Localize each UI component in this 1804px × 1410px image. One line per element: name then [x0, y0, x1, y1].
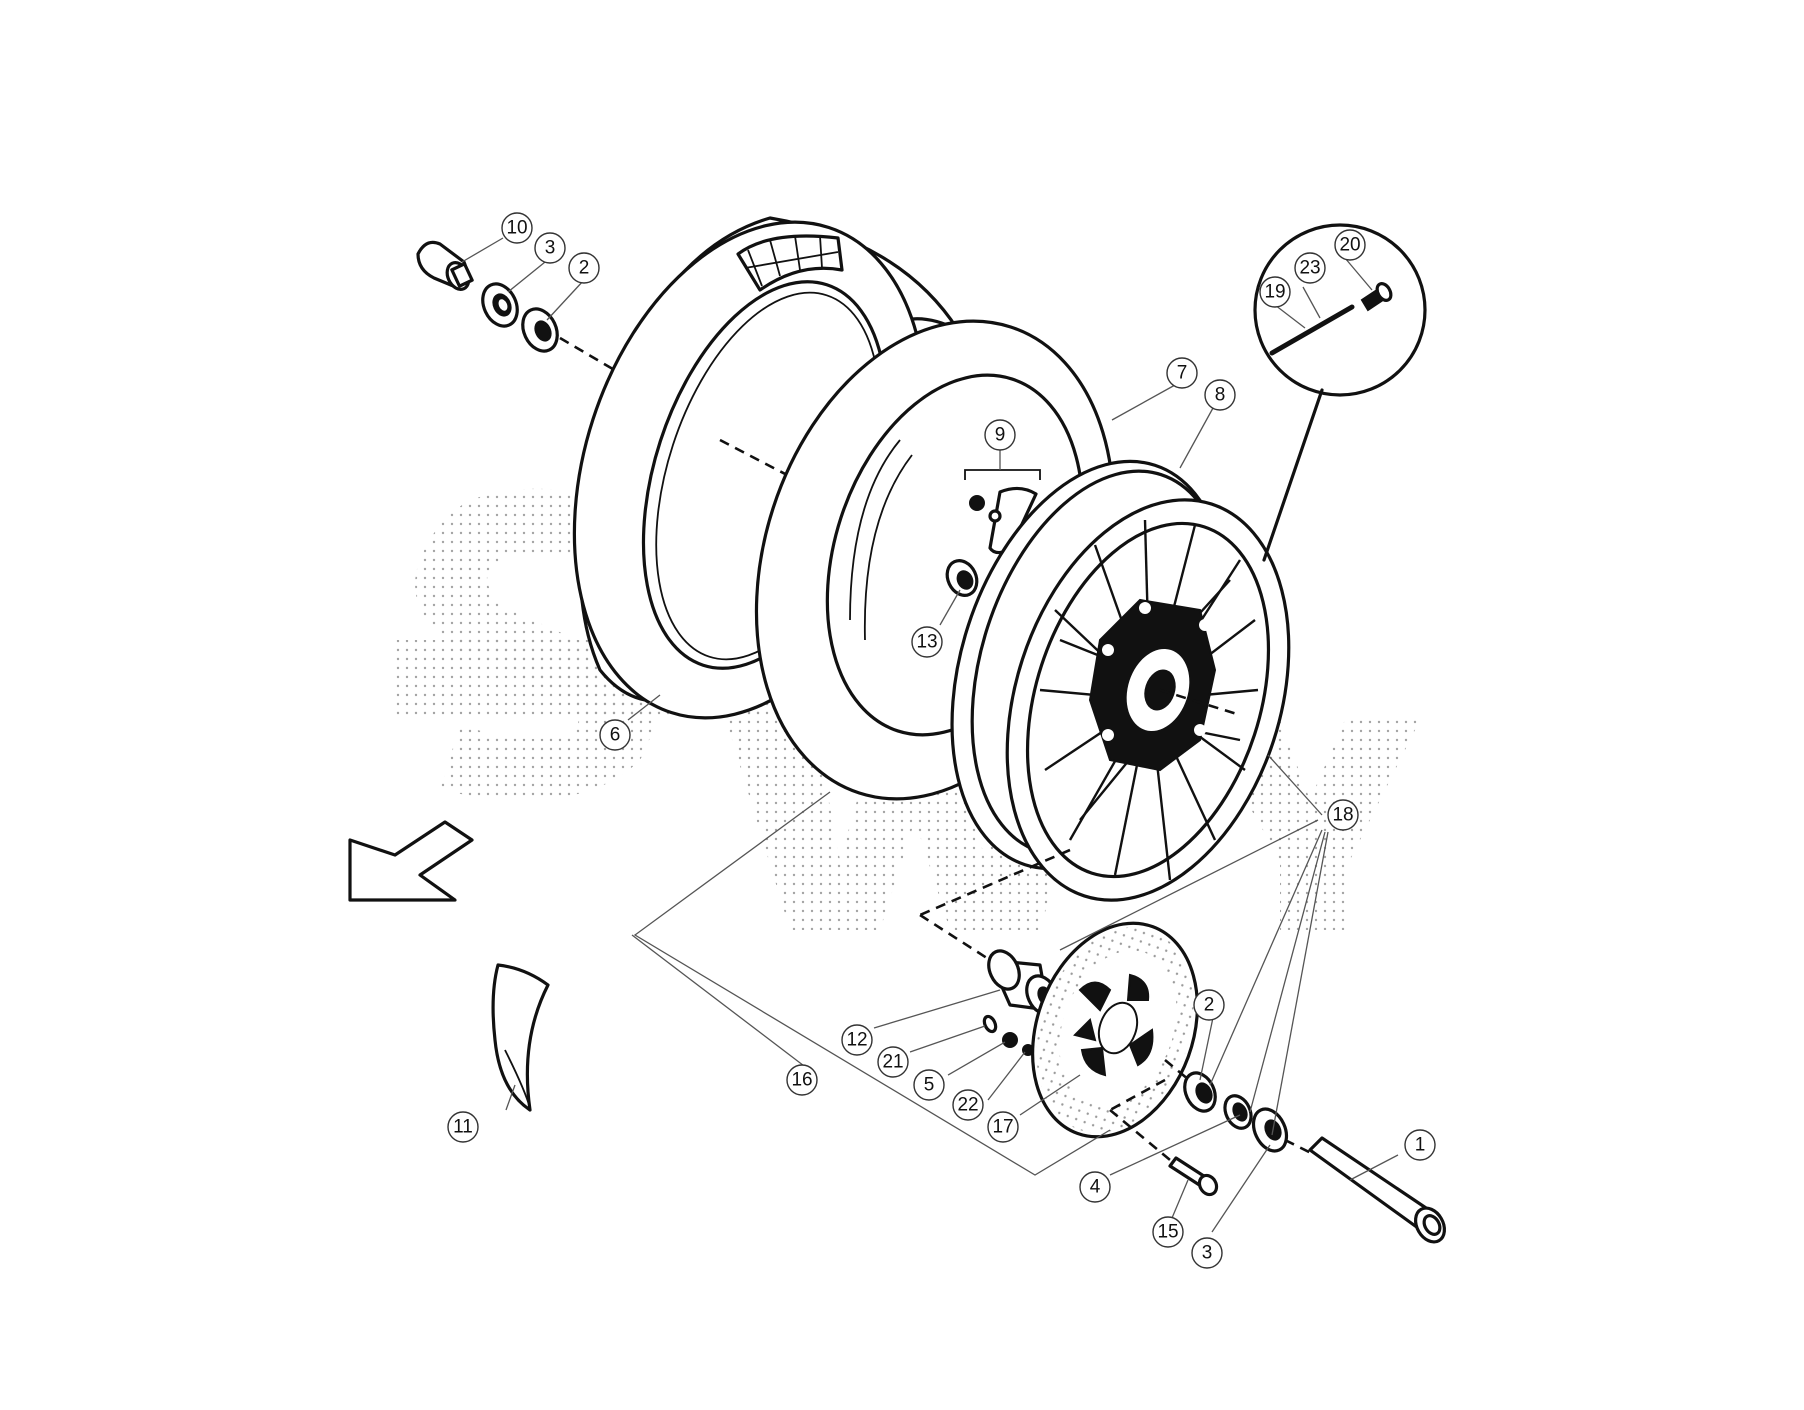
- callout-10-label: 10: [506, 218, 527, 239]
- left-spacer: [521, 307, 559, 353]
- callout-21-label: 21: [882, 1052, 903, 1073]
- callout-23: 23: [1294, 252, 1326, 284]
- callout-2-bottom: 2: [1193, 989, 1225, 1021]
- axle-cap: [416, 240, 474, 291]
- callout-12: 12: [841, 1024, 873, 1056]
- callout-18-label: 18: [1332, 805, 1353, 826]
- valve-parts: [945, 469, 1041, 597]
- callout-15: 15: [1152, 1216, 1184, 1248]
- callout-22-label: 22: [957, 1095, 978, 1116]
- small-hardware: [982, 1014, 1034, 1056]
- callout-5-label: 5: [924, 1075, 935, 1096]
- callout-22: 22: [952, 1089, 984, 1121]
- callout-23-label: 23: [1299, 258, 1320, 279]
- left-bearing: [481, 282, 519, 328]
- callout-18: 18: [1327, 799, 1359, 831]
- right-axle-parts: [1109, 1059, 1447, 1244]
- callout-15-label: 15: [1157, 1222, 1178, 1243]
- callout-3-top: 3: [534, 232, 566, 264]
- leader-lines: [461, 237, 1399, 1233]
- callout-5: 5: [913, 1069, 945, 1101]
- callout-10: 10: [501, 212, 533, 244]
- callout-20-label: 20: [1339, 235, 1360, 256]
- callout-13-label: 13: [916, 632, 937, 653]
- rim-hub: [1088, 598, 1217, 772]
- callout-3-bottom: 3: [1191, 1237, 1223, 1269]
- callout-4-label: 4: [1090, 1177, 1101, 1198]
- callout-21: 21: [877, 1046, 909, 1078]
- callout-2-bottom-label: 2: [1204, 995, 1215, 1016]
- callout-7: 7: [1166, 357, 1198, 389]
- callout-1: 1: [1404, 1129, 1436, 1161]
- callout-16: 16: [786, 1064, 818, 1096]
- left-axle-parts: [416, 240, 641, 387]
- disc-bolt: [1168, 1156, 1219, 1197]
- callout-8-label: 8: [1215, 385, 1226, 406]
- callout-20: 20: [1334, 229, 1366, 261]
- direction-arrow: [348, 820, 474, 902]
- wheel-rim: [919, 459, 1291, 962]
- callout-3-bottom-label: 3: [1202, 1243, 1213, 1264]
- callout-11-label: 11: [453, 1117, 473, 1138]
- callout-12-label: 12: [846, 1030, 867, 1051]
- callout-9: 9: [984, 419, 1016, 451]
- callout-2-top: 2: [568, 252, 600, 284]
- callout-4: 4: [1079, 1171, 1111, 1203]
- callout-8: 8: [1204, 379, 1236, 411]
- callout-11: 11: [447, 1111, 479, 1143]
- brake-disc: [1031, 921, 1199, 1139]
- callout-17: 17: [987, 1111, 1019, 1143]
- callout-2-top-label: 2: [579, 258, 590, 279]
- callout-17-label: 17: [992, 1117, 1013, 1138]
- valve-cap-part: [491, 963, 550, 1112]
- callout-6-label: 6: [610, 725, 621, 746]
- callout-3-top-label: 3: [545, 238, 556, 259]
- callout-1-label: 1: [1415, 1135, 1426, 1156]
- callout-6: 6: [599, 719, 631, 751]
- callout-19-label: 19: [1264, 282, 1285, 303]
- callout-16-label: 16: [791, 1070, 812, 1091]
- axle-shaft: [1308, 1136, 1447, 1244]
- callout-9-label: 9: [995, 425, 1006, 446]
- callout-19: 19: [1259, 276, 1291, 308]
- callout-13: 13: [911, 626, 943, 658]
- spoke-detail-inset: [1253, 223, 1427, 562]
- callout-7-label: 7: [1177, 363, 1188, 384]
